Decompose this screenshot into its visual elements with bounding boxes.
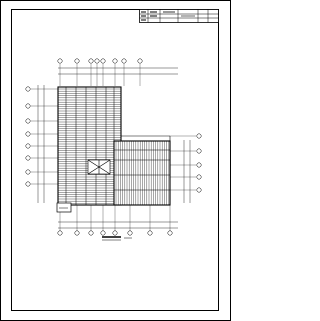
top-axis-bubble (88, 58, 94, 64)
bottom-axis-bubble-circle (88, 230, 94, 236)
left-axis-bubble (25, 131, 31, 137)
right-dimension-lines (183, 140, 191, 203)
top-axis-bubble-circle (94, 58, 100, 64)
bottom-axis-bubble (57, 230, 63, 236)
right-axis-bubble-circle (196, 133, 202, 139)
top-axis-bubble (121, 58, 127, 64)
left-axis-bubble (25, 86, 31, 92)
top-axis-bubble (74, 58, 80, 64)
top-axis-bubble-circle (100, 58, 106, 64)
left-axis-bubble (25, 155, 31, 161)
stair-core (87, 159, 111, 175)
top-axis-bubble-circle (88, 58, 94, 64)
title-block (139, 9, 219, 23)
left-axis-bubble (25, 181, 31, 187)
right-grid-axes (170, 133, 202, 193)
right-axis-bubble (196, 133, 202, 139)
left-axis-bubble-circle (25, 155, 31, 161)
top-axis-bubble-circle (121, 58, 127, 64)
right-axis-bubble (196, 148, 202, 154)
right-axis-bubble (196, 187, 202, 193)
left-axis-bubble-circle (25, 181, 31, 187)
bottom-grid-axes (57, 205, 173, 236)
left-axis-bubble (25, 169, 31, 175)
annex-block-plan (113, 135, 171, 206)
top-axis-bubble (94, 58, 100, 64)
left-axis-bubble-circle (25, 86, 31, 92)
bottom-axis-bubble (100, 230, 106, 236)
bottom-axis-bubble-circle (147, 230, 153, 236)
top-dimension-lines (58, 67, 178, 75)
bottom-axis-bubble-circle (112, 230, 118, 236)
right-axis-bubble-circle (196, 187, 202, 193)
bottom-axis-bubble-circle (100, 230, 106, 236)
right-axis-bubble-circle (196, 148, 202, 154)
bottom-axis-bubble (147, 230, 153, 236)
annex-floor-hatch (114, 141, 170, 205)
tower-block-plan (57, 86, 122, 206)
left-axis-bubble-circle (25, 143, 31, 149)
left-axis-bubble (25, 103, 31, 109)
right-axis-bubble (196, 174, 202, 180)
left-dimension-lines (37, 85, 45, 203)
top-axis-bubble-circle (57, 58, 63, 64)
right-axis-bubble-circle (196, 162, 202, 168)
bottom-dimension-lines (58, 221, 178, 229)
top-axis-bubble (57, 58, 63, 64)
sheet-inner-border (11, 9, 219, 311)
right-axis-bubble-circle (196, 174, 202, 180)
bottom-axis-bubble (112, 230, 118, 236)
left-grid-axes (25, 86, 58, 187)
left-axis-bubble-circle (25, 131, 31, 137)
bottom-axis-bubble (167, 230, 173, 236)
tower-floor-hatch (58, 87, 121, 205)
top-axis-bubble (100, 58, 106, 64)
left-axis-bubble-circle (25, 169, 31, 175)
top-axis-bubble-circle (74, 58, 80, 64)
top-axis-bubble (112, 58, 118, 64)
top-axis-bubble-circle (137, 58, 143, 64)
left-axis-bubble-circle (25, 103, 31, 109)
entrance-room (56, 202, 72, 213)
bottom-axis-bubble-circle (74, 230, 80, 236)
bottom-axis-bubble (74, 230, 80, 236)
top-axis-bubble-circle (112, 58, 118, 64)
plan-caption-group (102, 236, 132, 241)
bottom-axis-bubble-circle (127, 230, 133, 236)
cad-drawing-sheet (0, 0, 231, 321)
top-grid-axes (57, 58, 143, 86)
bottom-axis-bubble (127, 230, 133, 236)
left-axis-bubble (25, 118, 31, 124)
bottom-axis-bubble-circle (167, 230, 173, 236)
left-axis-bubble (25, 143, 31, 149)
bottom-axis-bubble (88, 230, 94, 236)
right-axis-bubble (196, 162, 202, 168)
top-axis-bubble (137, 58, 143, 64)
bottom-axis-bubble-circle (57, 230, 63, 236)
left-axis-bubble-circle (25, 118, 31, 124)
